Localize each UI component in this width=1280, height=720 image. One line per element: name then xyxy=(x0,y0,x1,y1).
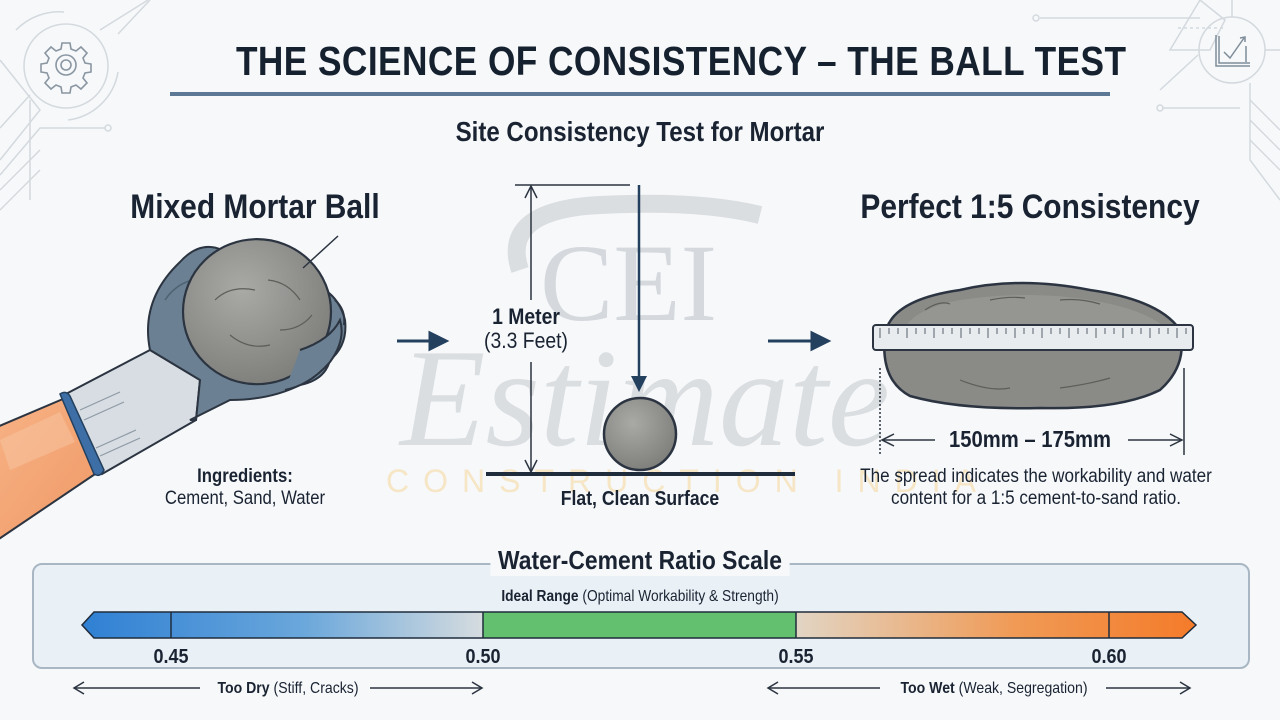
ideal-range-label: Ideal Range (Optimal Workability & Stren… xyxy=(459,588,820,606)
circuit-decoration-left xyxy=(0,0,151,211)
svg-text:CONSTRUCTION INDIA: CONSTRUCTION INDIA xyxy=(386,463,990,499)
tick-0-55: 0.55 xyxy=(778,646,814,668)
svg-text:CEI: CEI xyxy=(540,222,717,344)
page-title: THE SCIENCE OF CONSISTENCY – THE BALL TE… xyxy=(235,38,1127,84)
too-wet-label: Too Wet (Weak, Segregation) xyxy=(900,680,1087,698)
too-wet-bold: Too Wet xyxy=(900,680,955,697)
dry-range-arrow xyxy=(72,681,484,695)
ingredients-value: Cement, Sand, Water xyxy=(164,488,326,509)
ratio-scale-panel xyxy=(32,563,1250,669)
drop-height-feet: (3.3 Feet) xyxy=(484,328,568,353)
title-underline xyxy=(170,92,1110,96)
chart-check-icon xyxy=(1215,35,1250,67)
tick-0-60: 0.60 xyxy=(1091,646,1127,668)
ruler-icon xyxy=(872,324,1194,351)
drop-height-meters: 1 Meter xyxy=(492,304,560,329)
ideal-range-detail: (Optimal Workability & Strength) xyxy=(578,588,779,605)
scale-title: Water-Cement Ratio Scale xyxy=(490,545,790,576)
gloved-hand-icon xyxy=(0,235,347,540)
spread-description: The spread indicates the workability and… xyxy=(860,466,1212,509)
falling-ball xyxy=(602,396,678,472)
arrow-down-icon xyxy=(631,185,647,392)
too-dry-label: Too Dry (Stiff, Cracks) xyxy=(217,680,358,698)
perfect-consistency-heading: Perfect 1:5 Consistency xyxy=(860,188,1200,226)
page-subtitle: Site Consistency Test for Mortar xyxy=(455,116,825,147)
surface-label: Flat, Clean Surface xyxy=(560,488,720,510)
arrow-right-icon xyxy=(397,330,450,352)
too-wet-detail: (Weak, Segregation) xyxy=(954,680,1088,697)
drop-height-label: 1 Meter (3.3 Feet) xyxy=(464,305,587,353)
ingredients-caption: Ingredients: Cement, Sand, Water xyxy=(153,466,338,510)
ingredients-label: Ingredients: xyxy=(197,466,293,487)
spread-range-label: 150mm – 175mm xyxy=(942,426,1118,453)
too-dry-detail: (Stiff, Cracks) xyxy=(269,680,359,697)
wet-range-arrow xyxy=(766,681,1192,695)
circuit-decoration-right xyxy=(1032,0,1280,201)
tick-0-45: 0.45 xyxy=(153,646,189,668)
mixed-mortar-heading: Mixed Mortar Ball xyxy=(130,188,380,226)
too-dry-bold: Too Dry xyxy=(217,680,270,697)
arrow-right-icon xyxy=(768,330,832,352)
gear-icon xyxy=(40,42,92,94)
spread-dimension xyxy=(879,368,1185,455)
tick-0-50: 0.50 xyxy=(465,646,501,668)
ideal-range-bold: Ideal Range xyxy=(501,588,579,605)
